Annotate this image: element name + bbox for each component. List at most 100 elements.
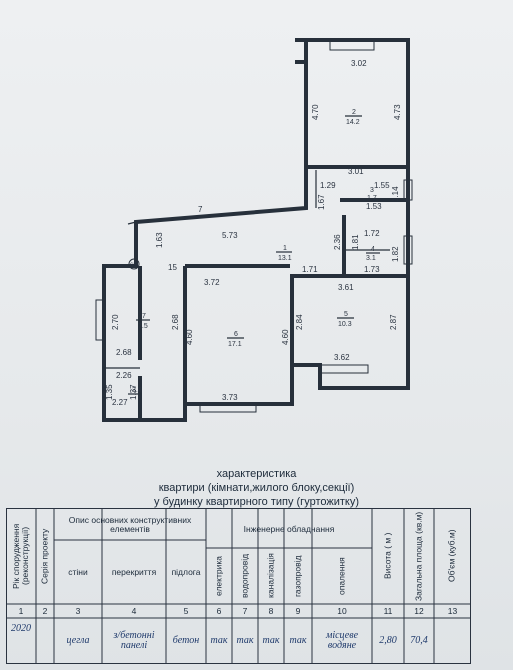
value-volume (434, 619, 471, 663)
num-9: 9 (295, 605, 301, 616)
col-water-header: водопровід (239, 553, 250, 599)
dim-270: 2.70 (111, 314, 120, 330)
value-sewer: так (262, 634, 280, 646)
dim-167: 1.67 (317, 194, 326, 210)
dim-362: 3.62 (334, 353, 350, 362)
value-area: 70,4 (410, 634, 428, 646)
room-4: 4 3.1 (366, 246, 380, 262)
value-heating: місцеве водяне (325, 629, 359, 651)
table-grid (6, 508, 471, 664)
svg-text:1.7: 1.7 (367, 195, 377, 202)
num-6: 6 (216, 605, 222, 616)
num-12: 12 (414, 605, 424, 616)
svg-text:3: 3 (370, 187, 374, 194)
num-7: 7 (242, 605, 248, 616)
col-elements-header: Опис основних конструктивних елементів (68, 515, 192, 534)
svg-text:7: 7 (142, 313, 146, 320)
col-floors-header: перекриття (111, 566, 157, 577)
svg-text:13.1: 13.1 (278, 255, 292, 262)
dim-236: 2.36 (333, 234, 342, 250)
value-water: так (236, 634, 254, 646)
svg-text:2: 2 (352, 109, 356, 116)
dim-470: 4.70 (311, 104, 320, 120)
num-13: 13 (447, 605, 458, 616)
col-heating-header: опалення (336, 557, 347, 595)
dim-573: 5.73 (222, 231, 238, 240)
svg-text:17.1: 17.1 (228, 341, 242, 348)
dim-114: 1.14 (391, 186, 400, 202)
value-series (36, 619, 54, 663)
dim-373: 3.73 (222, 393, 238, 402)
num-8: 8 (268, 605, 274, 616)
dim-301: 3.01 (348, 167, 364, 176)
value-height: 2,80 (379, 634, 397, 646)
room-3: 3 1.7 (367, 187, 377, 202)
dim-268a: 2.68 (171, 314, 180, 330)
room-6: 6 17.1 (227, 331, 244, 348)
svg-text:4: 4 (371, 246, 375, 253)
dim-173: 1.73 (364, 265, 380, 274)
dim-302: 3.02 (351, 59, 367, 68)
floor-plan: 3.02 4.70 4.73 3.01 1.29 1.55 1.53 1.67 … (95, 38, 413, 422)
col-series-header: Серія проекту (39, 528, 50, 584)
dim-135: 1.35 (105, 384, 114, 400)
value-floor: бетон (172, 634, 200, 646)
col-floor-header: підлога (171, 566, 201, 577)
header-line1: характеристика (216, 468, 297, 480)
dim-226: 2.26 (116, 371, 132, 380)
value-year: 2020 (11, 622, 31, 634)
dim-181: 1.81 (351, 234, 360, 250)
characteristics-table: Рік спорудження (реконструкції) Серія пр… (6, 508, 471, 664)
col-volume-header: Об'єм (куб.м) (446, 529, 457, 583)
col-gas-header: газопровід (292, 555, 303, 597)
room-8: 3.4 (128, 387, 142, 395)
svg-text:6: 6 (234, 331, 238, 338)
col-walls-header: стіни (68, 566, 88, 577)
num-4: 4 (131, 605, 137, 616)
value-gas: так (289, 634, 307, 646)
col-area-header: Загальна площа (кв.м) (413, 511, 424, 601)
dim-361: 3.61 (338, 283, 354, 292)
dim-372: 3.72 (204, 278, 220, 287)
dim-460a: 4.60 (185, 329, 194, 345)
room-1: 1 13.1 (276, 245, 292, 262)
num-5: 5 (183, 605, 189, 616)
dim-153: 1.53 (366, 202, 382, 211)
dim-15: 15 (168, 263, 177, 272)
dim-172: 1.72 (364, 229, 380, 238)
num-3: 3 (75, 605, 81, 616)
col-height-header: Висота ( м ) (382, 532, 393, 580)
value-floors: з/бетонні панелі (113, 629, 155, 651)
svg-text:5: 5 (344, 311, 348, 318)
num-2: 2 (42, 605, 48, 616)
room-7: 7 7.5 (136, 313, 150, 330)
svg-text:1: 1 (283, 245, 287, 252)
dim-268b: 2.68 (116, 348, 132, 357)
dim-473: 4.73 (393, 104, 402, 120)
dim-227: 2.27 (112, 398, 128, 407)
col-engineering-header: Інженерне обладнання (243, 523, 335, 534)
room-5: 5 10.3 (337, 311, 354, 328)
dim-182: 1.82 (391, 246, 400, 262)
dim-65: 65 (130, 263, 137, 269)
svg-text:3.4: 3.4 (132, 387, 142, 394)
dim-155: 1.55 (374, 181, 390, 190)
col-sewer-header: каналізація (265, 553, 276, 599)
col-electric-header: електрика (213, 556, 224, 596)
value-electric: так (210, 634, 228, 646)
dim-137: 1.37 (129, 384, 138, 400)
dim-460b: 4.60 (281, 329, 290, 345)
dim-163: 1.63 (155, 232, 164, 248)
col-year-header: Рік спорудження (реконструкції) (11, 523, 30, 589)
svg-text:3.1: 3.1 (366, 255, 376, 262)
dim-287: 2.87 (389, 314, 398, 330)
num-1: 1 (18, 605, 24, 616)
room-2: 2 14.2 (345, 109, 362, 126)
value-walls: цегла (66, 634, 90, 646)
dim-129: 1.29 (320, 181, 336, 190)
header-line3: у будинку квартирного типу (гуртожитку) (153, 496, 359, 508)
dim-7: 7 (198, 205, 203, 214)
svg-text:7.5: 7.5 (138, 323, 148, 330)
dim-171: 1.71 (302, 265, 318, 274)
